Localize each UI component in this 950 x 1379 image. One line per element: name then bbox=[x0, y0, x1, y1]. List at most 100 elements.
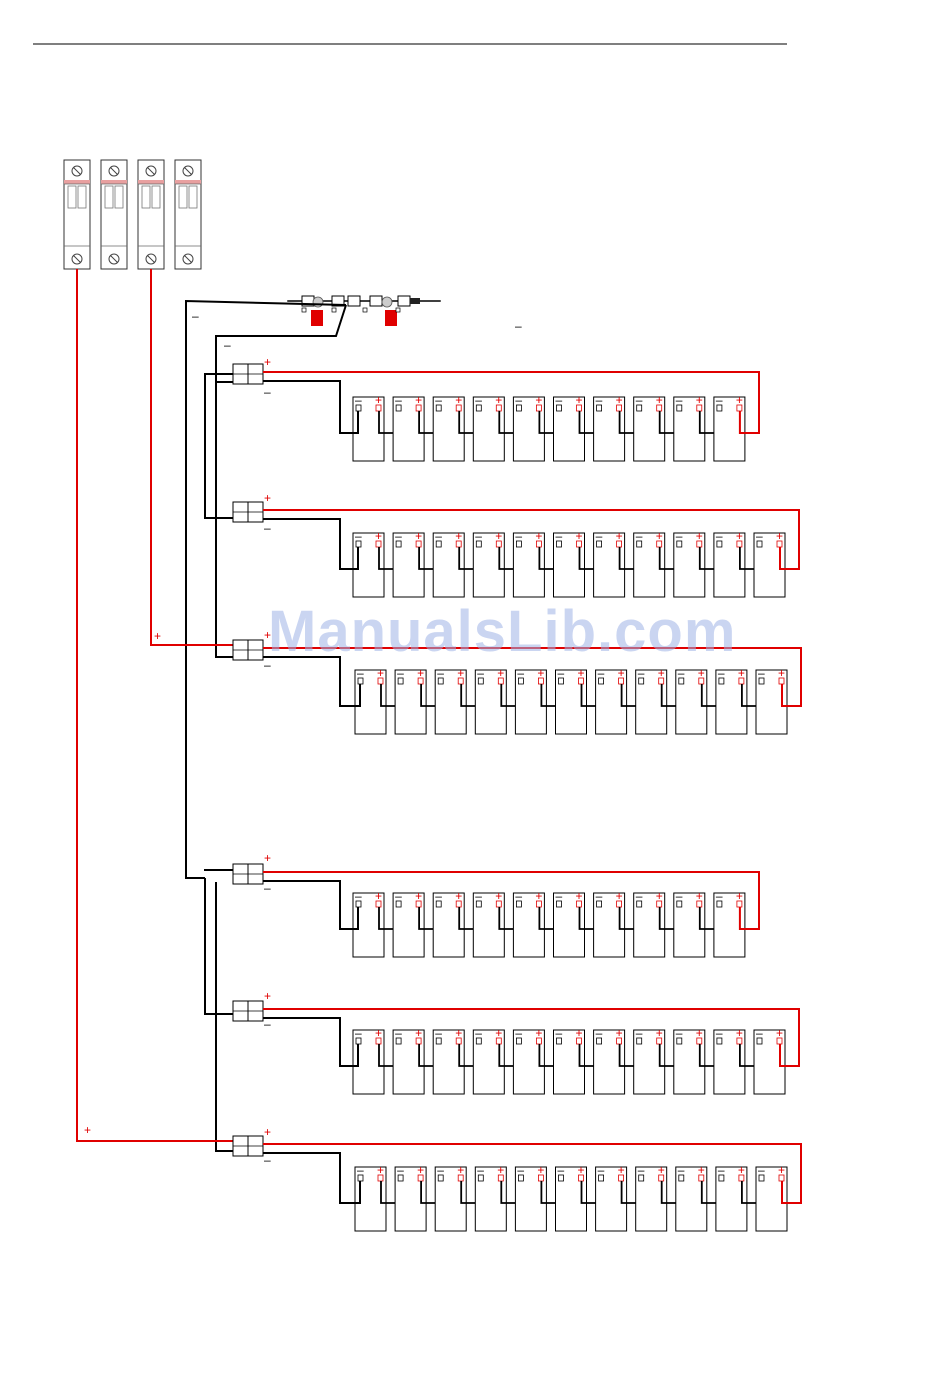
battery-plus-label: + bbox=[778, 666, 785, 680]
battery: –+ bbox=[472, 529, 520, 598]
battery-terminal-negative bbox=[518, 677, 524, 685]
battery: –+ bbox=[675, 666, 722, 735]
battery: –+ bbox=[673, 889, 720, 958]
battery-plus-label: + bbox=[578, 1163, 585, 1177]
battery-plus-label: + bbox=[495, 889, 502, 903]
screw-slot bbox=[110, 167, 118, 175]
battery-plus-label: + bbox=[455, 889, 462, 903]
battery-plus-label: + bbox=[616, 393, 623, 407]
breaker-lever bbox=[67, 185, 77, 209]
breaker-panel bbox=[63, 159, 202, 270]
battery: –+ bbox=[633, 1026, 680, 1095]
battery-terminal-negative bbox=[758, 1174, 765, 1182]
battery: –+ bbox=[352, 889, 400, 958]
battery-minus-label: – bbox=[395, 889, 402, 903]
main-wiring bbox=[76, 269, 347, 1152]
negative-link-2-3 bbox=[215, 382, 233, 658]
battery: –+ bbox=[715, 666, 762, 735]
battery-plus-label: + bbox=[656, 1026, 663, 1040]
battery-terminal-negative bbox=[558, 677, 564, 685]
busbar-insulator bbox=[381, 296, 393, 308]
battery-terminal-negative bbox=[516, 404, 522, 412]
battery-minus-label: – bbox=[515, 889, 522, 903]
battery-plus-label: + bbox=[415, 1026, 422, 1040]
battery-terminal-negative bbox=[477, 1174, 484, 1182]
busbar-insulator bbox=[312, 296, 324, 308]
main-positive-wire-1 bbox=[150, 269, 233, 646]
screw-slot bbox=[184, 167, 192, 175]
breaker-4 bbox=[174, 159, 202, 270]
plus-label: + bbox=[264, 628, 271, 642]
battery-plus-label: + bbox=[776, 529, 783, 543]
battery-terminal-negative bbox=[518, 1174, 524, 1182]
screw-slot bbox=[73, 255, 81, 263]
battery: –+ bbox=[432, 1026, 480, 1095]
negative-link-1-2 bbox=[204, 374, 233, 519]
busbar-red-block bbox=[311, 310, 323, 326]
battery-minus-label: – bbox=[477, 1163, 484, 1177]
battery-terminal-negative bbox=[716, 1037, 723, 1045]
battery-minus-label: – bbox=[758, 1163, 765, 1177]
battery-plus-label: + bbox=[736, 393, 743, 407]
battery-terminal-negative bbox=[636, 404, 643, 412]
breaker-band bbox=[175, 180, 201, 184]
plus-label: + bbox=[264, 1125, 271, 1139]
battery-plus-label: + bbox=[457, 1163, 464, 1177]
busbar-pin bbox=[395, 307, 401, 313]
battery: –+ bbox=[432, 529, 480, 598]
battery-terminal-negative bbox=[395, 540, 402, 548]
plus-label: + bbox=[264, 851, 271, 865]
battery-minus-label: – bbox=[437, 666, 444, 680]
battery-minus-label: – bbox=[517, 666, 524, 680]
battery-string-3: –+–+–+–+–+–+–+–+–+–+–+ bbox=[232, 639, 802, 735]
battery: –+ bbox=[553, 529, 600, 598]
minus-label: – bbox=[264, 1153, 271, 1167]
battery-plus-label: + bbox=[736, 1026, 743, 1040]
screw-slot bbox=[147, 255, 155, 263]
battery-minus-label: – bbox=[556, 393, 563, 407]
battery-terminal-negative bbox=[556, 1037, 562, 1045]
battery-minus-label: – bbox=[475, 529, 482, 543]
minus-label: – bbox=[264, 881, 271, 895]
battery-plus-label: + bbox=[375, 529, 382, 543]
battery-terminal-negative bbox=[638, 677, 645, 685]
battery-terminal-negative bbox=[596, 404, 602, 412]
battery-terminal-negative bbox=[678, 1174, 685, 1182]
battery-minus-label: – bbox=[357, 666, 364, 680]
battery: –+ bbox=[553, 1026, 600, 1095]
battery-minus-label: – bbox=[636, 393, 643, 407]
battery-minus-label: – bbox=[435, 889, 442, 903]
breaker-body bbox=[174, 159, 202, 270]
battery-terminal-negative bbox=[676, 404, 683, 412]
battery: –+ bbox=[392, 529, 440, 598]
battery-plus-label: + bbox=[698, 666, 705, 680]
battery-plus-label: + bbox=[375, 889, 382, 903]
battery-minus-label: – bbox=[397, 666, 404, 680]
battery-terminal-negative bbox=[598, 1174, 604, 1182]
breaker-3 bbox=[137, 159, 165, 270]
battery-terminal-negative bbox=[636, 900, 643, 908]
breaker-lever bbox=[178, 185, 188, 209]
battery-terminal-negative bbox=[395, 900, 402, 908]
battery-minus-label: – bbox=[636, 889, 643, 903]
battery: –+ bbox=[352, 529, 400, 598]
battery-minus-label: – bbox=[758, 666, 765, 680]
battery-minus-label: – bbox=[598, 1163, 605, 1177]
minus-label: – bbox=[264, 385, 271, 399]
battery-minus-label: – bbox=[395, 529, 402, 543]
battery-terminal-negative bbox=[395, 404, 402, 412]
battery-terminal-negative bbox=[475, 540, 482, 548]
battery-terminal-negative bbox=[756, 540, 763, 548]
battery-terminal-negative bbox=[435, 1037, 442, 1045]
battery-minus-label: – bbox=[678, 1163, 685, 1177]
battery-minus-label: – bbox=[638, 666, 645, 680]
battery-terminal-negative bbox=[477, 677, 484, 685]
battery: –+ bbox=[673, 1026, 720, 1095]
battery-terminal-negative bbox=[596, 540, 602, 548]
minus-label: – bbox=[192, 309, 199, 323]
battery-terminal-negative bbox=[516, 900, 522, 908]
string-positive-wire bbox=[263, 647, 802, 707]
breaker-lever bbox=[104, 185, 114, 209]
battery-minus-label: – bbox=[678, 666, 685, 680]
battery-plus-label: + bbox=[778, 1163, 785, 1177]
